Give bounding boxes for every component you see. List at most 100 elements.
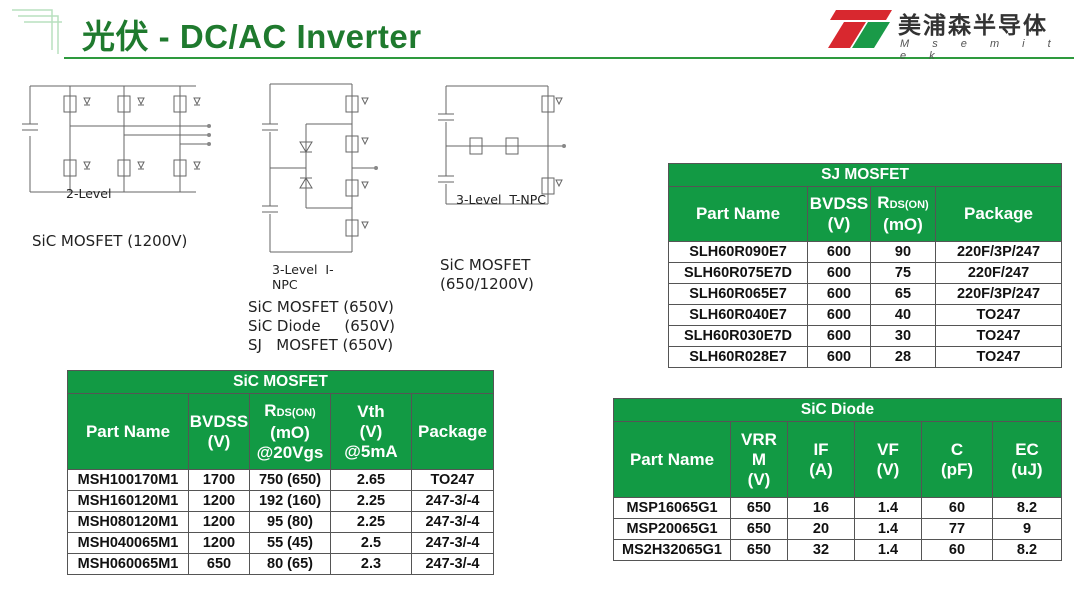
table-cell: 247-3/-4 (411, 490, 494, 512)
part-name-cell: MSH060065M1 (67, 553, 189, 575)
column-header: VF (V) (854, 421, 922, 498)
sic-mosfet-table: SiC MOSFET Part Name BVDSS (V) RDS(ON)(m… (67, 370, 494, 575)
rds-subscript: DS(ON) (889, 199, 929, 211)
table-cell: 650 (730, 539, 788, 561)
part-name-cell: SLH60R040E7 (668, 304, 808, 326)
slide-title: 光伏 - DC/AC Inverter (82, 18, 422, 55)
table-cell: 750 (650) (249, 469, 331, 491)
column-header: Part Name (67, 393, 189, 470)
table-cell: 1.4 (854, 518, 922, 540)
table-caption: SiC MOSFET (67, 370, 494, 394)
rds-unit: (mO) (883, 215, 923, 234)
part-name-cell: MS2H32065G1 (613, 539, 731, 561)
column-header: EC (uJ) (992, 421, 1062, 498)
sic-diode-table: SiC Diode Part Name VRR M (V) IF (A) VF … (613, 398, 1062, 561)
table-cell: 9 (992, 518, 1062, 540)
table-cell: 1.4 (854, 539, 922, 561)
circuit-3-level-tnpc-diagram (438, 85, 566, 205)
part-name-cell: MSH160120M1 (67, 490, 189, 512)
table-caption: SiC Diode (613, 398, 1062, 422)
table-cell: 2.25 (330, 511, 412, 533)
part-name-cell: SLH60R090E7 (668, 241, 808, 263)
part-name-cell: MSH080120M1 (67, 511, 189, 533)
part-name-cell: MSP20065G1 (613, 518, 731, 540)
column-header: Package (411, 393, 494, 470)
table-cell: 90 (870, 241, 936, 263)
table-cell: 30 (870, 325, 936, 347)
table-cell: TO247 (411, 469, 494, 491)
table-cell: 1200 (188, 532, 250, 554)
column-header: VRR M (V) (730, 421, 788, 498)
logo-english-name: M s e m i t e k (900, 38, 1061, 62)
table-cell: TO247 (935, 304, 1062, 326)
column-header: BVDSS (V) (188, 393, 250, 470)
table-caption: SJ MOSFET (668, 163, 1062, 187)
circuit-3-level-inpc-diagram (262, 83, 378, 253)
circuit-2-level-diagram (22, 85, 211, 193)
table-cell: 65 (870, 283, 936, 305)
logo-chinese-name: 美浦森半导体 (898, 13, 1048, 39)
table-cell: 55 (45) (249, 532, 331, 554)
table-cell: 2.65 (330, 469, 412, 491)
column-header: C (pF) (921, 421, 993, 498)
column-header: Package (935, 186, 1062, 242)
table-cell: 8.2 (992, 539, 1062, 561)
table-cell: TO247 (935, 346, 1062, 368)
part-name-cell: MSH100170M1 (67, 469, 189, 491)
table-cell: 600 (807, 346, 871, 368)
msemitek-logo-icon (828, 10, 892, 48)
column-header: Part Name (668, 186, 808, 242)
table-cell: 247-3/-4 (411, 532, 494, 554)
circuit-3-level-inpc-caption: SiC MOSFET (650V) SiC Diode (650V) SJ MO… (248, 298, 396, 354)
table-cell: 1200 (188, 490, 250, 512)
table-cell: 220F/3P/247 (935, 283, 1062, 305)
table-cell: 247-3/-4 (411, 553, 494, 575)
part-name-cell: MSH040065M1 (67, 532, 189, 554)
table-cell: 1.4 (854, 497, 922, 519)
table-cell: 95 (80) (249, 511, 331, 533)
table-cell: 650 (730, 518, 788, 540)
column-header: Part Name (613, 421, 731, 498)
circuit-2-level-label: 2-Level (66, 186, 112, 201)
table-cell: 28 (870, 346, 936, 368)
rds-unit: (mO) @20Vgs (256, 422, 324, 462)
circuit-3-level-tnpc-label: 3-Level T-NPC (456, 192, 547, 207)
circuit-2-level-caption: SiC MOSFET (1200V) (32, 232, 188, 250)
part-name-cell: SLH60R065E7 (668, 283, 808, 305)
table-cell: TO247 (935, 325, 1062, 347)
table-cell: 650 (730, 497, 788, 519)
circuit-3-level-tnpc-caption: SiC MOSFET (650/1200V) (440, 256, 534, 293)
table-cell: 20 (787, 518, 855, 540)
corner-decoration-icon (12, 9, 62, 54)
table-cell: 40 (870, 304, 936, 326)
table-cell: 600 (807, 325, 871, 347)
column-header: BVDSS (V) (807, 186, 871, 242)
column-header: Vth (V) @5mA (330, 393, 412, 470)
table-cell: 650 (188, 553, 250, 575)
slide-header: 光伏 - DC/AC Inverter 美浦森半导体 M s e m i t e… (0, 0, 1080, 62)
column-header-rds: RDS(ON)(mO) @20Vgs (249, 393, 331, 470)
part-name-cell: MSP16065G1 (613, 497, 731, 519)
table-cell: 247-3/-4 (411, 511, 494, 533)
table-cell: 600 (807, 304, 871, 326)
part-name-cell: SLH60R028E7 (668, 346, 808, 368)
sj-mosfet-table: SJ MOSFET Part Name BVDSS (V) RDS(ON) (mO… (668, 163, 1062, 368)
table-cell: 32 (787, 539, 855, 561)
table-cell: 600 (807, 283, 871, 305)
table-cell: 2.5 (330, 532, 412, 554)
part-name-cell: SLH60R030E7D (668, 325, 808, 347)
rds-symbol: R (877, 193, 890, 212)
